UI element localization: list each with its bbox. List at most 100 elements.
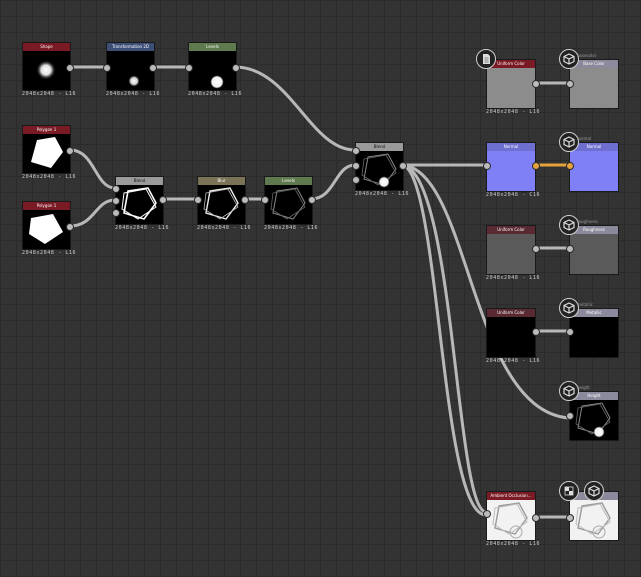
- input-port[interactable]: [185, 64, 193, 72]
- output-port[interactable]: [532, 162, 540, 170]
- input-port[interactable]: [566, 412, 574, 420]
- output-port[interactable]: [241, 196, 249, 204]
- output-id: roughness: [577, 219, 598, 224]
- wire-blend2-height: [400, 163, 571, 420]
- node-thumbnail: [189, 51, 236, 90]
- node-title: Uniform Color: [487, 309, 535, 317]
- output-port[interactable]: [159, 196, 167, 204]
- output-port[interactable]: [66, 223, 74, 231]
- node-thumbnail: [487, 68, 535, 108]
- node-title: Polygon 1: [23, 202, 70, 210]
- node-thumbnail: [570, 151, 618, 191]
- output-port[interactable]: [66, 147, 74, 155]
- input-port[interactable]: [352, 147, 360, 155]
- output-id: height: [577, 385, 590, 390]
- output-port[interactable]: [149, 64, 157, 72]
- node-resolution: 2048x2048 - L16: [197, 225, 252, 231]
- node-thumbnail: [23, 51, 70, 90]
- input-port[interactable]: [352, 176, 360, 184]
- node-transformation[interactable]: Transformation 2D: [106, 42, 155, 91]
- input-port[interactable]: [112, 209, 120, 217]
- output-port[interactable]: [532, 80, 540, 88]
- document-icon: [476, 49, 496, 69]
- node-title: Ambient Occlusion...: [487, 492, 535, 500]
- input-port[interactable]: [566, 328, 574, 336]
- node-polygon[interactable]: Polygon 1: [22, 125, 71, 174]
- node-resolution: 2048x2048 - L16: [486, 541, 541, 547]
- output-port[interactable]: [532, 328, 540, 336]
- node-uniform-color[interactable]: Uniform Color: [486, 308, 536, 358]
- node-title: Blur: [198, 177, 245, 185]
- checker-icon: [559, 481, 579, 501]
- node-thumbnail: [570, 400, 618, 440]
- node-thumbnail: [116, 185, 163, 224]
- output-node-roughness[interactable]: Roughness: [569, 225, 619, 275]
- node-title: Levels: [265, 177, 312, 185]
- output-port[interactable]: [532, 245, 540, 253]
- node-uniform-color[interactable]: Uniform Color: [486, 59, 536, 109]
- input-port[interactable]: [194, 196, 202, 204]
- node-resolution: 2048x2048 - L16: [486, 275, 541, 281]
- node-title: Normal: [487, 143, 535, 151]
- node-title: Base Color: [570, 60, 618, 68]
- wire-blend2-ao: [400, 163, 488, 517]
- node-normal[interactable]: Normal: [486, 142, 536, 192]
- cube-icon: [559, 381, 579, 401]
- output-node-metallic[interactable]: Metallic: [569, 308, 619, 358]
- output-port[interactable]: [399, 162, 407, 170]
- node-levels[interactable]: Levels: [188, 42, 237, 91]
- node-blur[interactable]: Blur: [197, 176, 246, 225]
- node-thumbnail: [23, 134, 70, 173]
- wire-polygon1-blend1: [68, 148, 117, 190]
- node-thumbnail: [487, 151, 535, 191]
- node-title: Blend: [356, 143, 403, 151]
- node-shape[interactable]: Shape: [22, 42, 71, 91]
- node-title: Uniform Color: [487, 60, 535, 68]
- input-port[interactable]: [566, 245, 574, 253]
- wire-levels-blend2: [233, 65, 357, 152]
- cube-icon: [559, 49, 579, 69]
- output-node-basecolor[interactable]: Base Color: [569, 59, 619, 109]
- output-node-normal[interactable]: Normal: [569, 142, 619, 192]
- node-resolution: 2048x2048 - L16: [115, 225, 170, 231]
- node-blend[interactable]: Blend: [115, 176, 164, 225]
- node-resolution: 2048x2048 - L16: [22, 250, 77, 256]
- input-port[interactable]: [112, 197, 120, 205]
- node-resolution: 2048x2048 - L16: [486, 109, 541, 115]
- input-port[interactable]: [566, 514, 574, 522]
- node-thumbnail: [356, 151, 403, 190]
- node-title: Blend: [116, 177, 163, 185]
- output-port[interactable]: [232, 64, 240, 72]
- input-port[interactable]: [112, 185, 120, 193]
- node-title: Roughness: [570, 226, 618, 234]
- node-ambient-occlusion[interactable]: Ambient Occlusion...: [486, 491, 536, 541]
- node-thumbnail: [570, 500, 618, 540]
- input-port[interactable]: [103, 64, 111, 72]
- node-blend[interactable]: Blend: [355, 142, 404, 191]
- node-resolution: 2048x2048 - L16: [264, 225, 319, 231]
- node-title: Polygon 1: [23, 126, 70, 134]
- cube-icon: [584, 481, 604, 501]
- node-resolution: 2048x2048 - C16: [486, 192, 541, 198]
- output-port[interactable]: [66, 64, 74, 72]
- output-port[interactable]: [308, 196, 316, 204]
- output-id: normal: [577, 136, 592, 141]
- input-port[interactable]: [483, 510, 491, 518]
- node-uniform-color[interactable]: Uniform Color: [486, 225, 536, 275]
- node-title: Transformation 2D: [107, 43, 154, 51]
- node-resolution: 2048x2048 - L16: [188, 91, 243, 97]
- input-port[interactable]: [566, 162, 574, 170]
- wire-polygon2-blend1: [68, 198, 117, 228]
- node-title: Normal: [570, 143, 618, 151]
- node-thumbnail: [570, 68, 618, 108]
- node-polygon[interactable]: Polygon 1: [22, 201, 71, 250]
- input-port[interactable]: [352, 162, 360, 170]
- node-thumbnail: [487, 317, 535, 357]
- input-port[interactable]: [483, 162, 491, 170]
- input-port[interactable]: [566, 80, 574, 88]
- output-port[interactable]: [532, 514, 540, 522]
- node-levels[interactable]: Levels: [264, 176, 313, 225]
- input-port[interactable]: [261, 196, 269, 204]
- node-thumbnail: [570, 234, 618, 274]
